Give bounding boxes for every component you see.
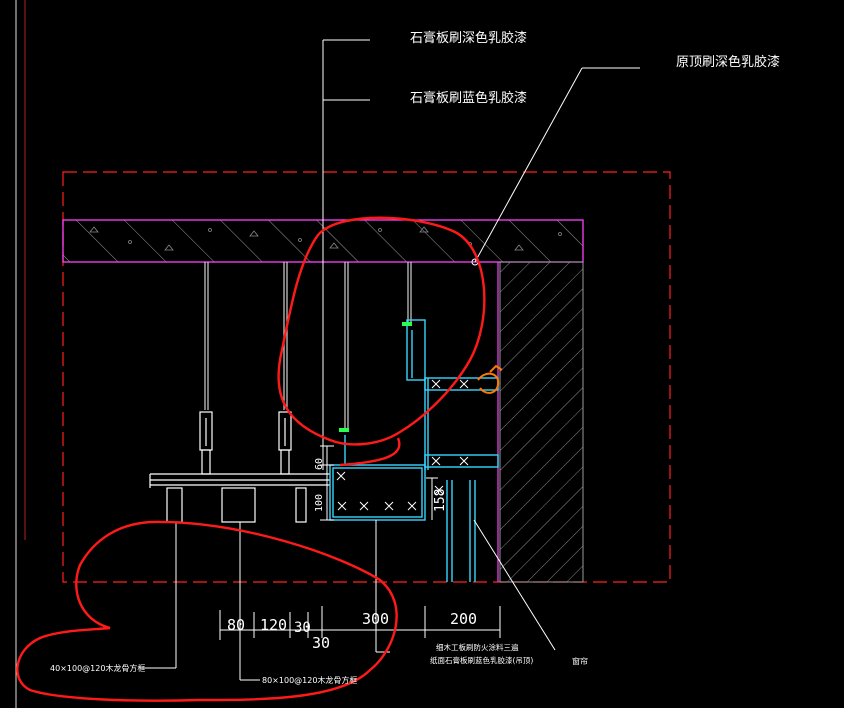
dim-120: 120 [260,616,287,634]
trough-cross-marks [336,379,469,511]
markup-hook-orange [477,364,503,394]
markup-cloud-lower [16,520,398,702]
dim-158: 158 [433,489,448,512]
dim-60: 60 [314,458,325,470]
dim-200: 200 [450,610,477,628]
dim-100: 100 [314,494,325,512]
ceiling-structure [149,473,330,523]
dimension-lines [219,445,501,640]
hanger-clips [199,411,292,475]
slab-aggregate [89,226,562,251]
leader-lines [140,39,640,681]
green-markers [339,322,412,432]
wall-column [499,261,584,583]
hanger-rods [204,262,412,430]
dim-300: 300 [362,610,389,628]
callout-original-ceiling: 原顶刷深色乳胶漆 [676,54,780,70]
section-frame [62,171,671,583]
callout-blue-paint: 石膏板刷蓝色乳胶漆 [410,90,527,106]
callout-deep-paint: 石膏板刷深色乳胶漆 [410,30,527,46]
dim-30-upper: 30 [294,620,311,636]
note-timber-frame-40: 40×100@120木龙骨方框 [50,663,145,673]
note-gypsum-blue: 纸面石膏板刷蓝色乳胶漆(吊顶) [430,655,533,665]
dim-80: 80 [227,616,245,634]
light-trough [329,319,499,582]
note-curtain: 窗帘 [572,656,588,666]
dim-30-lower: 30 [312,634,330,652]
markup-cloud-upper [277,216,486,467]
note-plywood-fireproof: 细木工板刷防火涂料三遍 [436,642,519,652]
note-timber-frame-80: 80×100@120木龙骨方框 [262,675,357,685]
